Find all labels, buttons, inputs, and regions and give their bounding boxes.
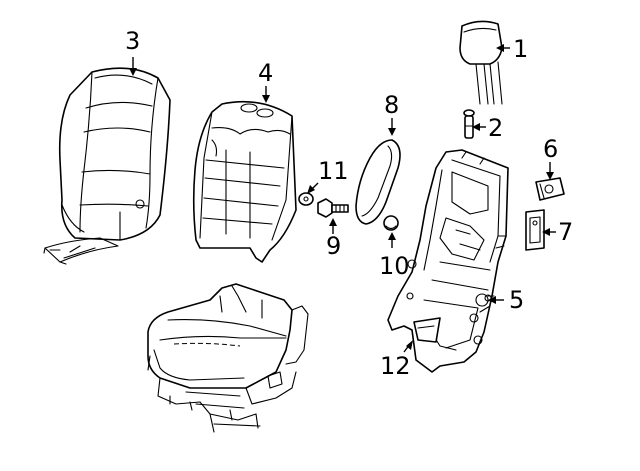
headrest-guide	[463, 109, 475, 139]
callout-7: 7	[558, 218, 573, 246]
leader-lines	[129, 44, 556, 353]
callout-12: 12	[380, 352, 411, 380]
headrest-part	[459, 20, 503, 105]
bolt-part	[317, 198, 349, 218]
callout-1: 1	[513, 35, 528, 63]
clip-part	[383, 215, 399, 231]
callout-8: 8	[384, 91, 399, 119]
latch-part	[535, 177, 565, 201]
callout-5: 5	[509, 286, 524, 314]
side-trim-pad	[355, 139, 401, 225]
callout-10: 10	[379, 252, 410, 280]
callout-11: 11	[318, 157, 349, 185]
callout-labels: 1 2 3 4 5 6 7 8 9 10 11 12	[125, 27, 573, 380]
seatback-panel	[192, 100, 297, 263]
cover-plate	[525, 209, 545, 251]
callout-6: 6	[543, 135, 558, 163]
callout-4: 4	[258, 59, 273, 87]
callout-9: 9	[326, 232, 341, 260]
washer-part	[298, 192, 314, 206]
seatback-cushion	[43, 67, 171, 265]
seat-cushion-assembly	[147, 283, 309, 433]
callout-2: 2	[488, 114, 503, 142]
bracket-part	[413, 317, 441, 343]
callout-3: 3	[125, 27, 140, 55]
seatback-frame	[387, 149, 509, 373]
